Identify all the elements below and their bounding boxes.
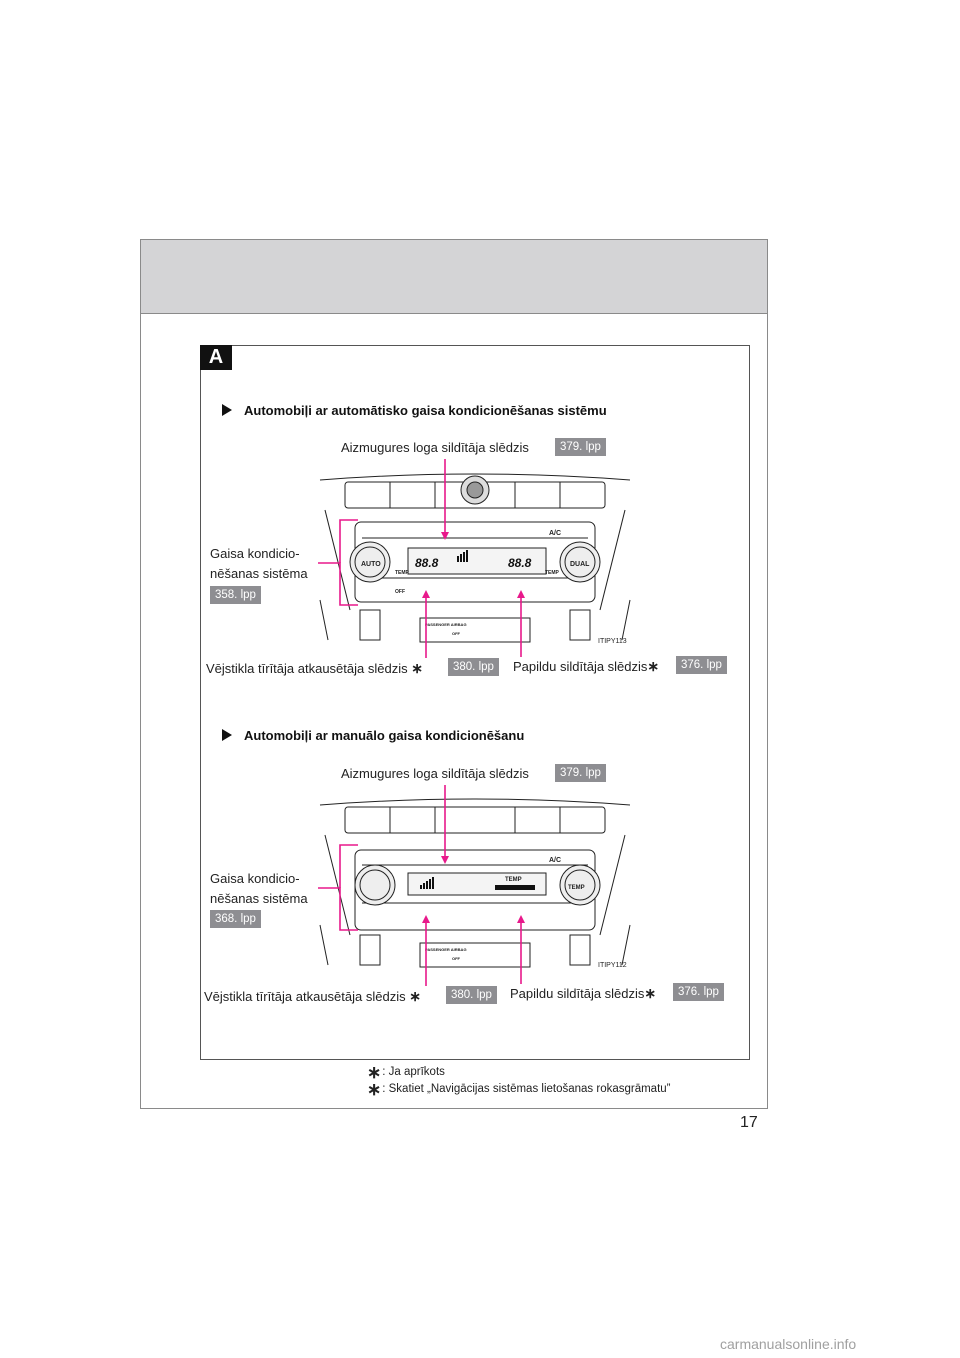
auto-rear-defogger-label: Aizmugures loga sildītāja slēdzis [341, 440, 529, 455]
temp-display-label: TEMP [505, 877, 522, 883]
temp-right-label: TEMP [545, 570, 560, 576]
footnote-1: ∗: Ja aprīkots [367, 1063, 445, 1082]
optional-star-icon: ∗ [411, 660, 423, 676]
display-temp-right: 88.8 [508, 556, 532, 570]
auto-aux-heater-page-badge[interactable]: 376. lpp [676, 656, 727, 674]
footnote-star-icon: ∗ [367, 1063, 382, 1082]
manual-section-heading: Automobiļi ar manuālo gaisa kondicionēša… [222, 728, 524, 743]
manual-aux-heater-label: Papildu sildītāja slēdzis∗ [510, 985, 657, 1001]
manual-rear-defogger-label: Aizmugures loga sildītāja slēdzis [341, 766, 529, 781]
ac-button-label: A/C [549, 530, 561, 537]
section-tab: A [200, 345, 232, 370]
auto-ac-system-page-badge[interactable]: 358. lpp [210, 586, 261, 604]
manual-figure-code: ITIPY112 [598, 962, 627, 969]
header-band [141, 240, 767, 314]
page-frame [140, 239, 768, 1109]
off-button-label: OFF [395, 589, 405, 595]
auto-rear-defogger-page-badge[interactable]: 379. lpp [555, 438, 606, 456]
auto-section-heading: Automobiļi ar automātisko gaisa kondicio… [222, 403, 607, 418]
passenger-airbag-label: PASSENGER AIRBAG [425, 622, 467, 627]
manual-ac-system-page-badge[interactable]: 368. lpp [210, 910, 261, 928]
auto-climate-panel-illustration: AUTO DUAL TEMP TEMP A/C OFF PASSENGER AI… [319, 473, 631, 645]
triangle-bullet-icon [222, 729, 232, 741]
watermark: carmanualsonline.info [720, 1336, 857, 1352]
manual-wiper-deicer-page-badge[interactable]: 380. lpp [446, 986, 497, 1004]
manual-wiper-deicer-label: Vējstikla tīrītāja atkausētāja slēdzis ∗ [204, 988, 421, 1004]
manual-ac-system-label-line1: Gaisa kondicio- [210, 871, 300, 886]
optional-star-icon: ∗ [644, 985, 657, 1001]
triangle-bullet-icon [222, 404, 232, 416]
optional-star-icon: ∗ [409, 988, 421, 1004]
auto-wiper-deicer-label: Vējstikla tīrītāja atkausētāja slēdzis ∗ [206, 660, 423, 676]
manual-ac-system-label-line2: nēšanas sistēma [210, 891, 308, 906]
section-box [200, 345, 750, 1060]
auto-wiper-deicer-page-badge[interactable]: 380. lpp [448, 658, 499, 676]
ac-button-label: A/C [549, 857, 561, 864]
auto-button-label: AUTO [361, 561, 381, 568]
manual-rear-defogger-page-badge[interactable]: 379. lpp [555, 764, 606, 782]
footnote-2: ∗: Skatiet „Navigācijas sistēmas lietoša… [367, 1080, 671, 1099]
page-number: 17 [740, 1114, 758, 1131]
footnote-star-icon: ∗ [367, 1080, 382, 1099]
airbag-off-label: OFF [452, 631, 461, 636]
temp-left-label: TEMP [395, 570, 410, 576]
airbag-off-label: OFF [452, 956, 461, 961]
auto-ac-system-label-line1: Gaisa kondicio- [210, 546, 300, 561]
optional-star-icon: ∗ [647, 658, 660, 674]
temp-knob-label: TEMP [568, 885, 585, 891]
manual-climate-panel-illustration: TEMP TEMP A/C PASSENGER AIRBAG OFF ITIPY… [319, 798, 631, 969]
manual-aux-heater-page-badge[interactable]: 376. lpp [673, 983, 724, 1001]
display-temp-left: 88.8 [415, 556, 439, 570]
auto-figure-code: ITIPY113 [598, 638, 627, 645]
auto-aux-heater-label: Papildu sildītāja slēdzis∗ [513, 658, 660, 674]
dual-button-label: DUAL [570, 561, 590, 568]
auto-ac-system-label-line2: nēšanas sistēma [210, 566, 308, 581]
passenger-airbag-label: PASSENGER AIRBAG [425, 947, 467, 952]
